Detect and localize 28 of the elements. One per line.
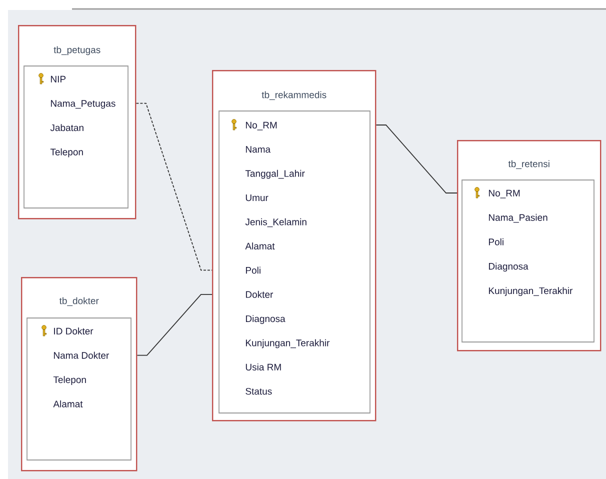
column-name: Diagnosa bbox=[246, 315, 286, 324]
column-name: Dokter bbox=[246, 290, 274, 298]
column-name: Usia RM bbox=[246, 364, 281, 370]
column-name: Alamat bbox=[53, 400, 83, 408]
column-name: Status bbox=[246, 388, 272, 395]
relationship-line bbox=[136, 102, 212, 271]
column-name: Kunjungan_Terakhir bbox=[488, 287, 573, 296]
column-name: Poli bbox=[246, 266, 260, 274]
relationship-line bbox=[136, 294, 212, 356]
column-name: Nama Dokter bbox=[54, 352, 109, 359]
column-name: Jenis_Kelamin bbox=[245, 218, 306, 228]
column-name: No_RM bbox=[246, 122, 277, 130]
column-name: Poli bbox=[488, 238, 504, 246]
column-name: Telepon bbox=[53, 376, 86, 385]
column-name: Nama bbox=[246, 146, 271, 153]
column-name: ID Dokter bbox=[54, 328, 94, 334]
column-name: NIP bbox=[51, 76, 66, 82]
column-name: Umur bbox=[246, 194, 268, 202]
column-name: Jabatan bbox=[50, 124, 84, 132]
column-name: Alamat bbox=[245, 242, 275, 250]
column-name: Telepon bbox=[50, 148, 83, 158]
column-name: No_RM bbox=[488, 190, 520, 198]
column-name: Nama_Pasien bbox=[488, 214, 548, 223]
column-name: Diagnosa bbox=[488, 262, 528, 272]
relationship-line bbox=[376, 124, 458, 194]
column-name: Tanggal_Lahir bbox=[245, 170, 305, 179]
column-name: Nama_Petugas bbox=[51, 100, 116, 109]
column-name: Kunjungan_Terakhir bbox=[246, 339, 330, 348]
